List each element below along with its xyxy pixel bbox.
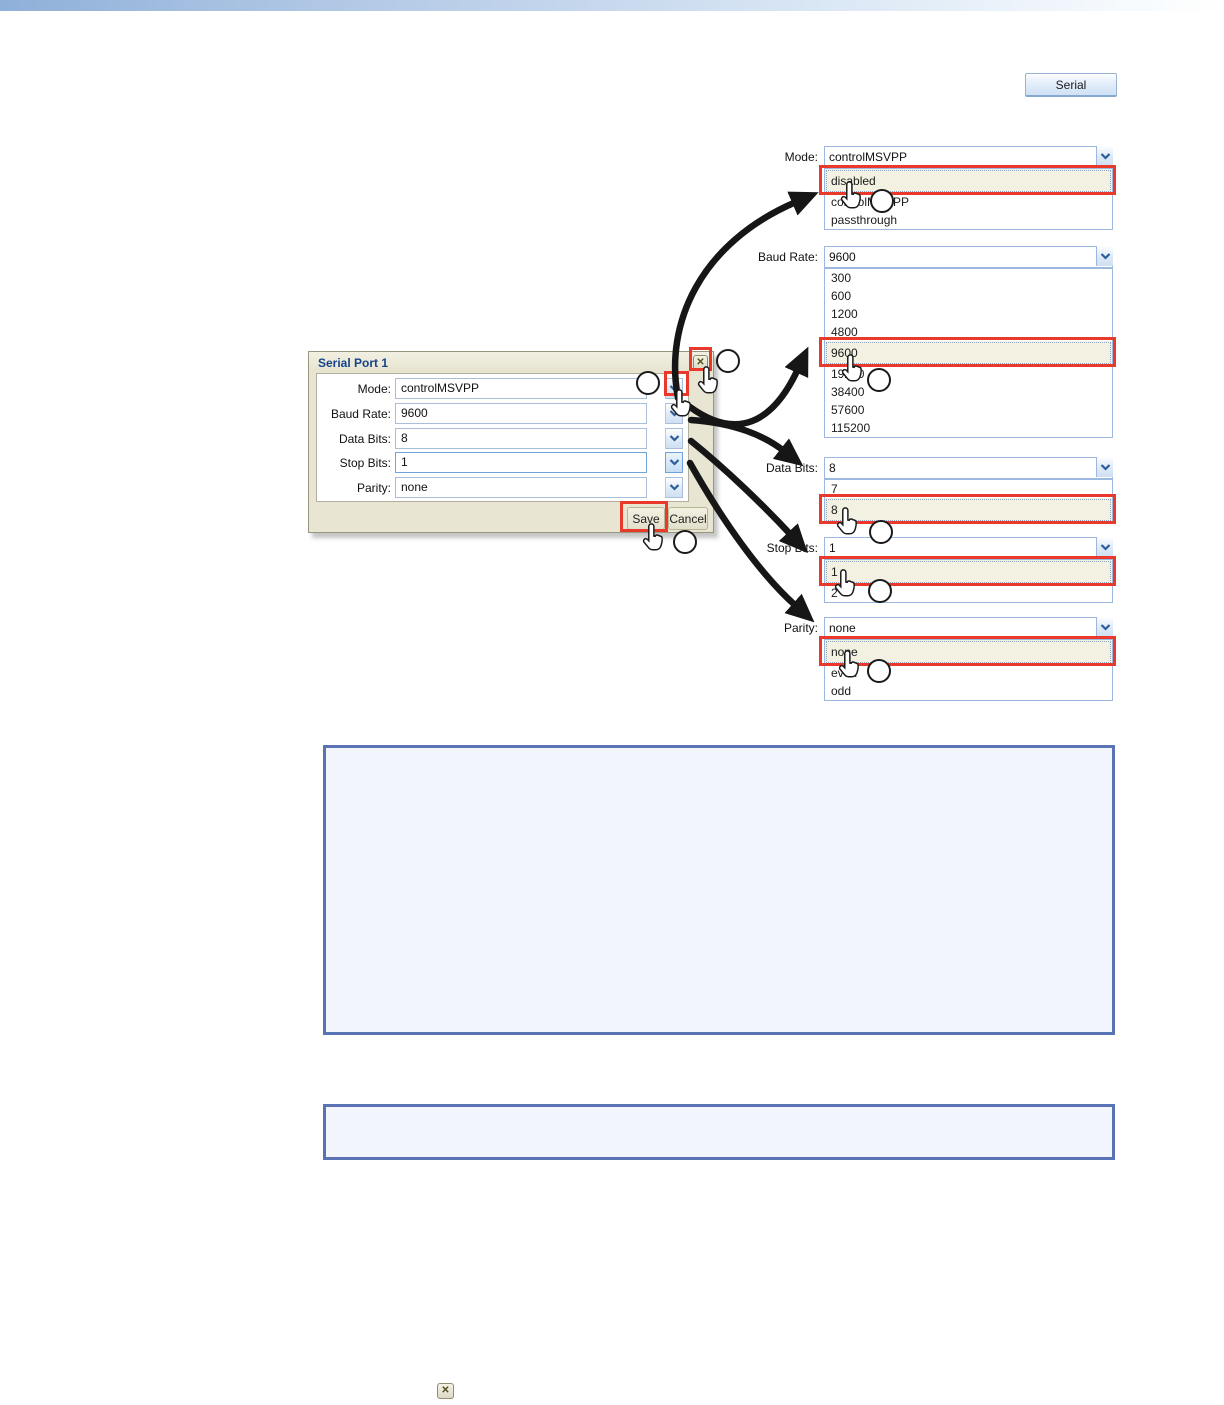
option-controlmsvpp[interactable]: controlMSVPP — [831, 195, 910, 209]
databits-label: Data Bits: — [338, 432, 391, 446]
mode-row: Mode: controlMSVPP — [317, 378, 688, 400]
close-icon[interactable]: ✕ — [693, 355, 708, 370]
stopbits-label: Stop Bits: — [766, 541, 818, 555]
databits-option-list: 7 8 — [824, 479, 1113, 523]
callout-circle — [673, 530, 697, 554]
option-2[interactable]: 2 — [831, 586, 838, 600]
option-19200[interactable]: 19200 — [831, 367, 865, 381]
chevron-down-icon — [1100, 543, 1110, 551]
dialog-form: Mode: controlMSVPP Baud Rate: 9600 Data … — [316, 373, 689, 502]
option-4800[interactable]: 4800 — [831, 325, 858, 339]
mode-input[interactable]: controlMSVPP — [824, 146, 1113, 168]
baud-row: Baud Rate: 9600 — [317, 403, 688, 425]
stopbits-dropdown-trigger[interactable] — [665, 452, 683, 473]
callout-circle — [716, 349, 740, 373]
databits-input[interactable]: 8 — [395, 428, 647, 449]
mode-option-list: disabled controlMSVPP passthrough — [824, 168, 1113, 230]
top-gradient-bar — [0, 0, 1224, 11]
option-57600[interactable]: 57600 — [831, 403, 865, 417]
databits-dropdown-trigger[interactable] — [1096, 457, 1113, 477]
databits-dropdown-trigger[interactable] — [665, 428, 683, 449]
option-300[interactable]: 300 — [831, 271, 852, 285]
parity-dropdown-trigger[interactable] — [665, 477, 683, 498]
mode-label: Mode: — [784, 150, 818, 164]
parity-input[interactable]: none — [824, 617, 1113, 639]
option-1200[interactable]: 1200 — [831, 307, 858, 321]
note-box-small — [323, 1104, 1115, 1160]
stopbits-option-list: 1 2 — [824, 559, 1113, 603]
mode-dropdown-trigger[interactable] — [1096, 146, 1113, 166]
databits-row: Data Bits: 8 — [317, 428, 688, 450]
baud-dropdown-trigger[interactable] — [1096, 246, 1113, 266]
option-odd[interactable]: odd — [831, 684, 852, 698]
parity-option-list: none even odd — [824, 639, 1113, 701]
baud-label: Baud Rate: — [330, 407, 391, 421]
close-icon[interactable]: ✕ — [437, 1383, 454, 1399]
parity-label: Parity: — [356, 481, 391, 495]
baud-dropdown-trigger[interactable] — [665, 403, 683, 424]
mode-dropdown-trigger[interactable] — [665, 378, 683, 399]
databits-label: Data Bits: — [765, 461, 818, 475]
stopbits-input[interactable]: 1 — [824, 537, 1113, 559]
parity-label: Parity: — [783, 621, 818, 635]
stopbits-dropdown-trigger[interactable] — [1096, 537, 1113, 557]
mode-label: Mode: — [357, 382, 391, 396]
chevron-down-icon — [669, 435, 679, 442]
mode-input[interactable]: controlMSVPP — [395, 378, 647, 399]
chevron-down-icon — [1100, 252, 1110, 260]
serial-button[interactable]: Serial — [1025, 73, 1117, 97]
parity-row: Parity: none — [317, 477, 688, 499]
chevron-down-icon — [1100, 623, 1110, 631]
parity-input[interactable]: none — [395, 477, 647, 498]
baud-input[interactable]: 9600 — [395, 403, 647, 424]
option-600[interactable]: 600 — [831, 289, 852, 303]
save-button[interactable]: Save — [627, 507, 665, 530]
option-7[interactable]: 7 — [831, 482, 838, 496]
option-9600[interactable]: 9600 — [825, 341, 1112, 365]
parity-dropdown-trigger[interactable] — [1096, 617, 1113, 637]
chevron-down-icon — [669, 410, 679, 417]
baud-option-list: 300 600 1200 4800 9600 19200 38400 57600… — [824, 268, 1113, 438]
option-38400[interactable]: 38400 — [831, 385, 865, 399]
stopbits-row: Stop Bits: 1 — [317, 452, 688, 474]
chevron-down-icon — [1100, 152, 1110, 160]
option-none[interactable]: none — [825, 640, 1112, 664]
option-even[interactable]: even — [831, 666, 858, 680]
baud-input[interactable]: 9600 — [824, 246, 1113, 268]
cancel-button[interactable]: Cancel — [668, 507, 708, 530]
option-8[interactable]: 8 — [825, 498, 1112, 522]
chevron-down-icon — [669, 459, 679, 466]
chevron-down-icon — [669, 385, 679, 392]
option-passthrough[interactable]: passthrough — [831, 213, 898, 227]
databits-input[interactable]: 8 — [824, 457, 1113, 479]
chevron-down-icon — [669, 484, 679, 491]
serial-port-dialog: Serial Port 1 ✕ Mode: controlMSVPP Baud … — [308, 351, 714, 533]
dialog-title: Serial Port 1 — [309, 352, 713, 373]
option-115200[interactable]: 115200 — [831, 421, 871, 435]
stopbits-label: Stop Bits: — [339, 456, 391, 470]
option-1[interactable]: 1 — [825, 560, 1112, 584]
option-disabled[interactable]: disabled — [825, 169, 1112, 193]
baud-label: Baud Rate: — [757, 250, 818, 264]
chevron-down-icon — [1100, 463, 1110, 471]
note-box-large — [323, 745, 1115, 1035]
stopbits-input[interactable]: 1 — [395, 452, 647, 473]
